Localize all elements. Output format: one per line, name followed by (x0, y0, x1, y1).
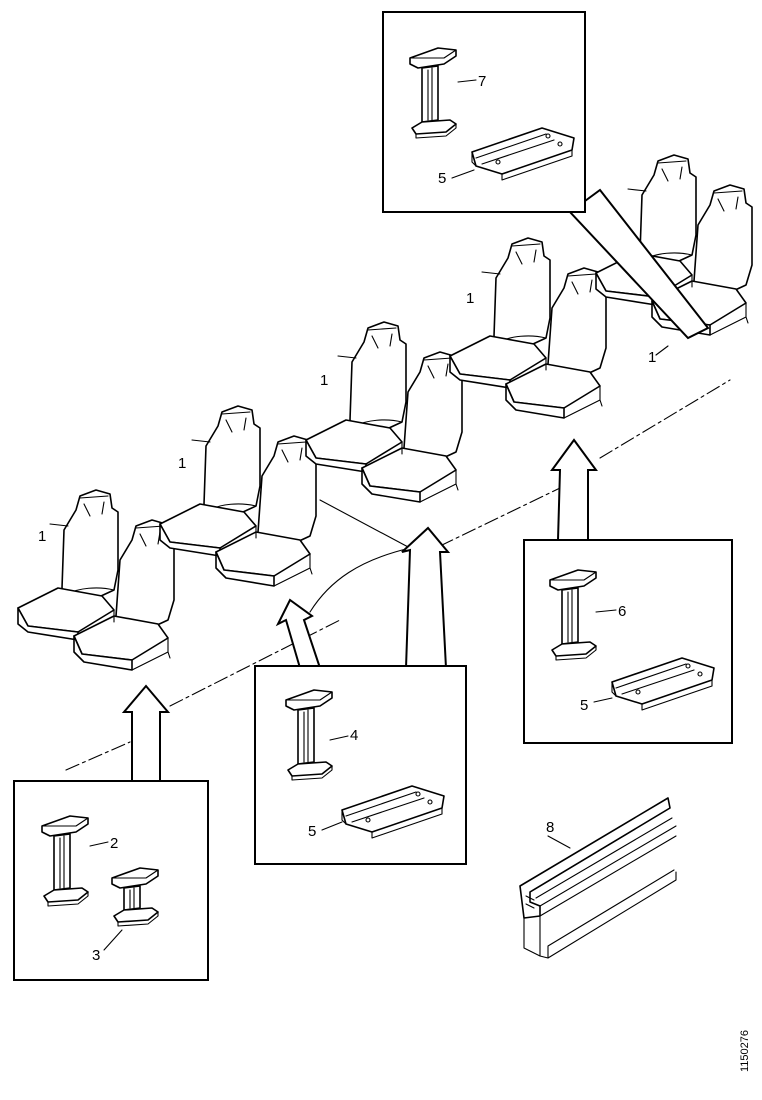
seat-pair-3 (305, 321, 463, 503)
detail-box-right: 6 5 (523, 539, 733, 744)
detail-arrow-front (121, 684, 171, 782)
callout-seat-3: 1 (320, 372, 328, 389)
seat-pair-1 (17, 489, 175, 671)
callout-leg-right: 6 (618, 603, 626, 620)
callout-seat-5: 1 (648, 349, 656, 366)
seat-pair-2 (159, 405, 317, 587)
floor-line-curve (309, 547, 411, 613)
callout-seat-4: 1 (466, 290, 474, 307)
detail-arrow-top (568, 188, 710, 340)
callout-seat-2: 1 (178, 455, 186, 472)
floor-rail: 8 (519, 797, 677, 959)
detail-box-front: 2 3 (13, 780, 209, 981)
detail-box-top: 7 5 (382, 11, 586, 213)
detail-arrow-right (550, 438, 598, 541)
callout-leg-front: 2 (110, 835, 118, 852)
callout-bracket-right: 5 (580, 697, 588, 714)
floor-line-rear (319, 499, 411, 549)
callout-floor-rail: 8 (546, 819, 554, 836)
callout-leg-top: 7 (478, 73, 486, 90)
callout-bracket-mid: 5 (308, 823, 316, 840)
detail-box-middle: 4 5 (254, 665, 467, 865)
drawing-code: 1150276 (739, 1030, 751, 1072)
callout-leg-rear: 3 (92, 947, 100, 964)
callout-leg-mid: 4 (350, 727, 358, 744)
callout-seat-1: 1 (38, 528, 46, 545)
callout-bracket-top: 5 (438, 170, 446, 187)
detail-arrow-mid-left (275, 598, 321, 669)
floor-line-front (65, 379, 731, 771)
seat-pair-4 (449, 237, 607, 419)
detail-arrow-mid-right (401, 526, 451, 669)
